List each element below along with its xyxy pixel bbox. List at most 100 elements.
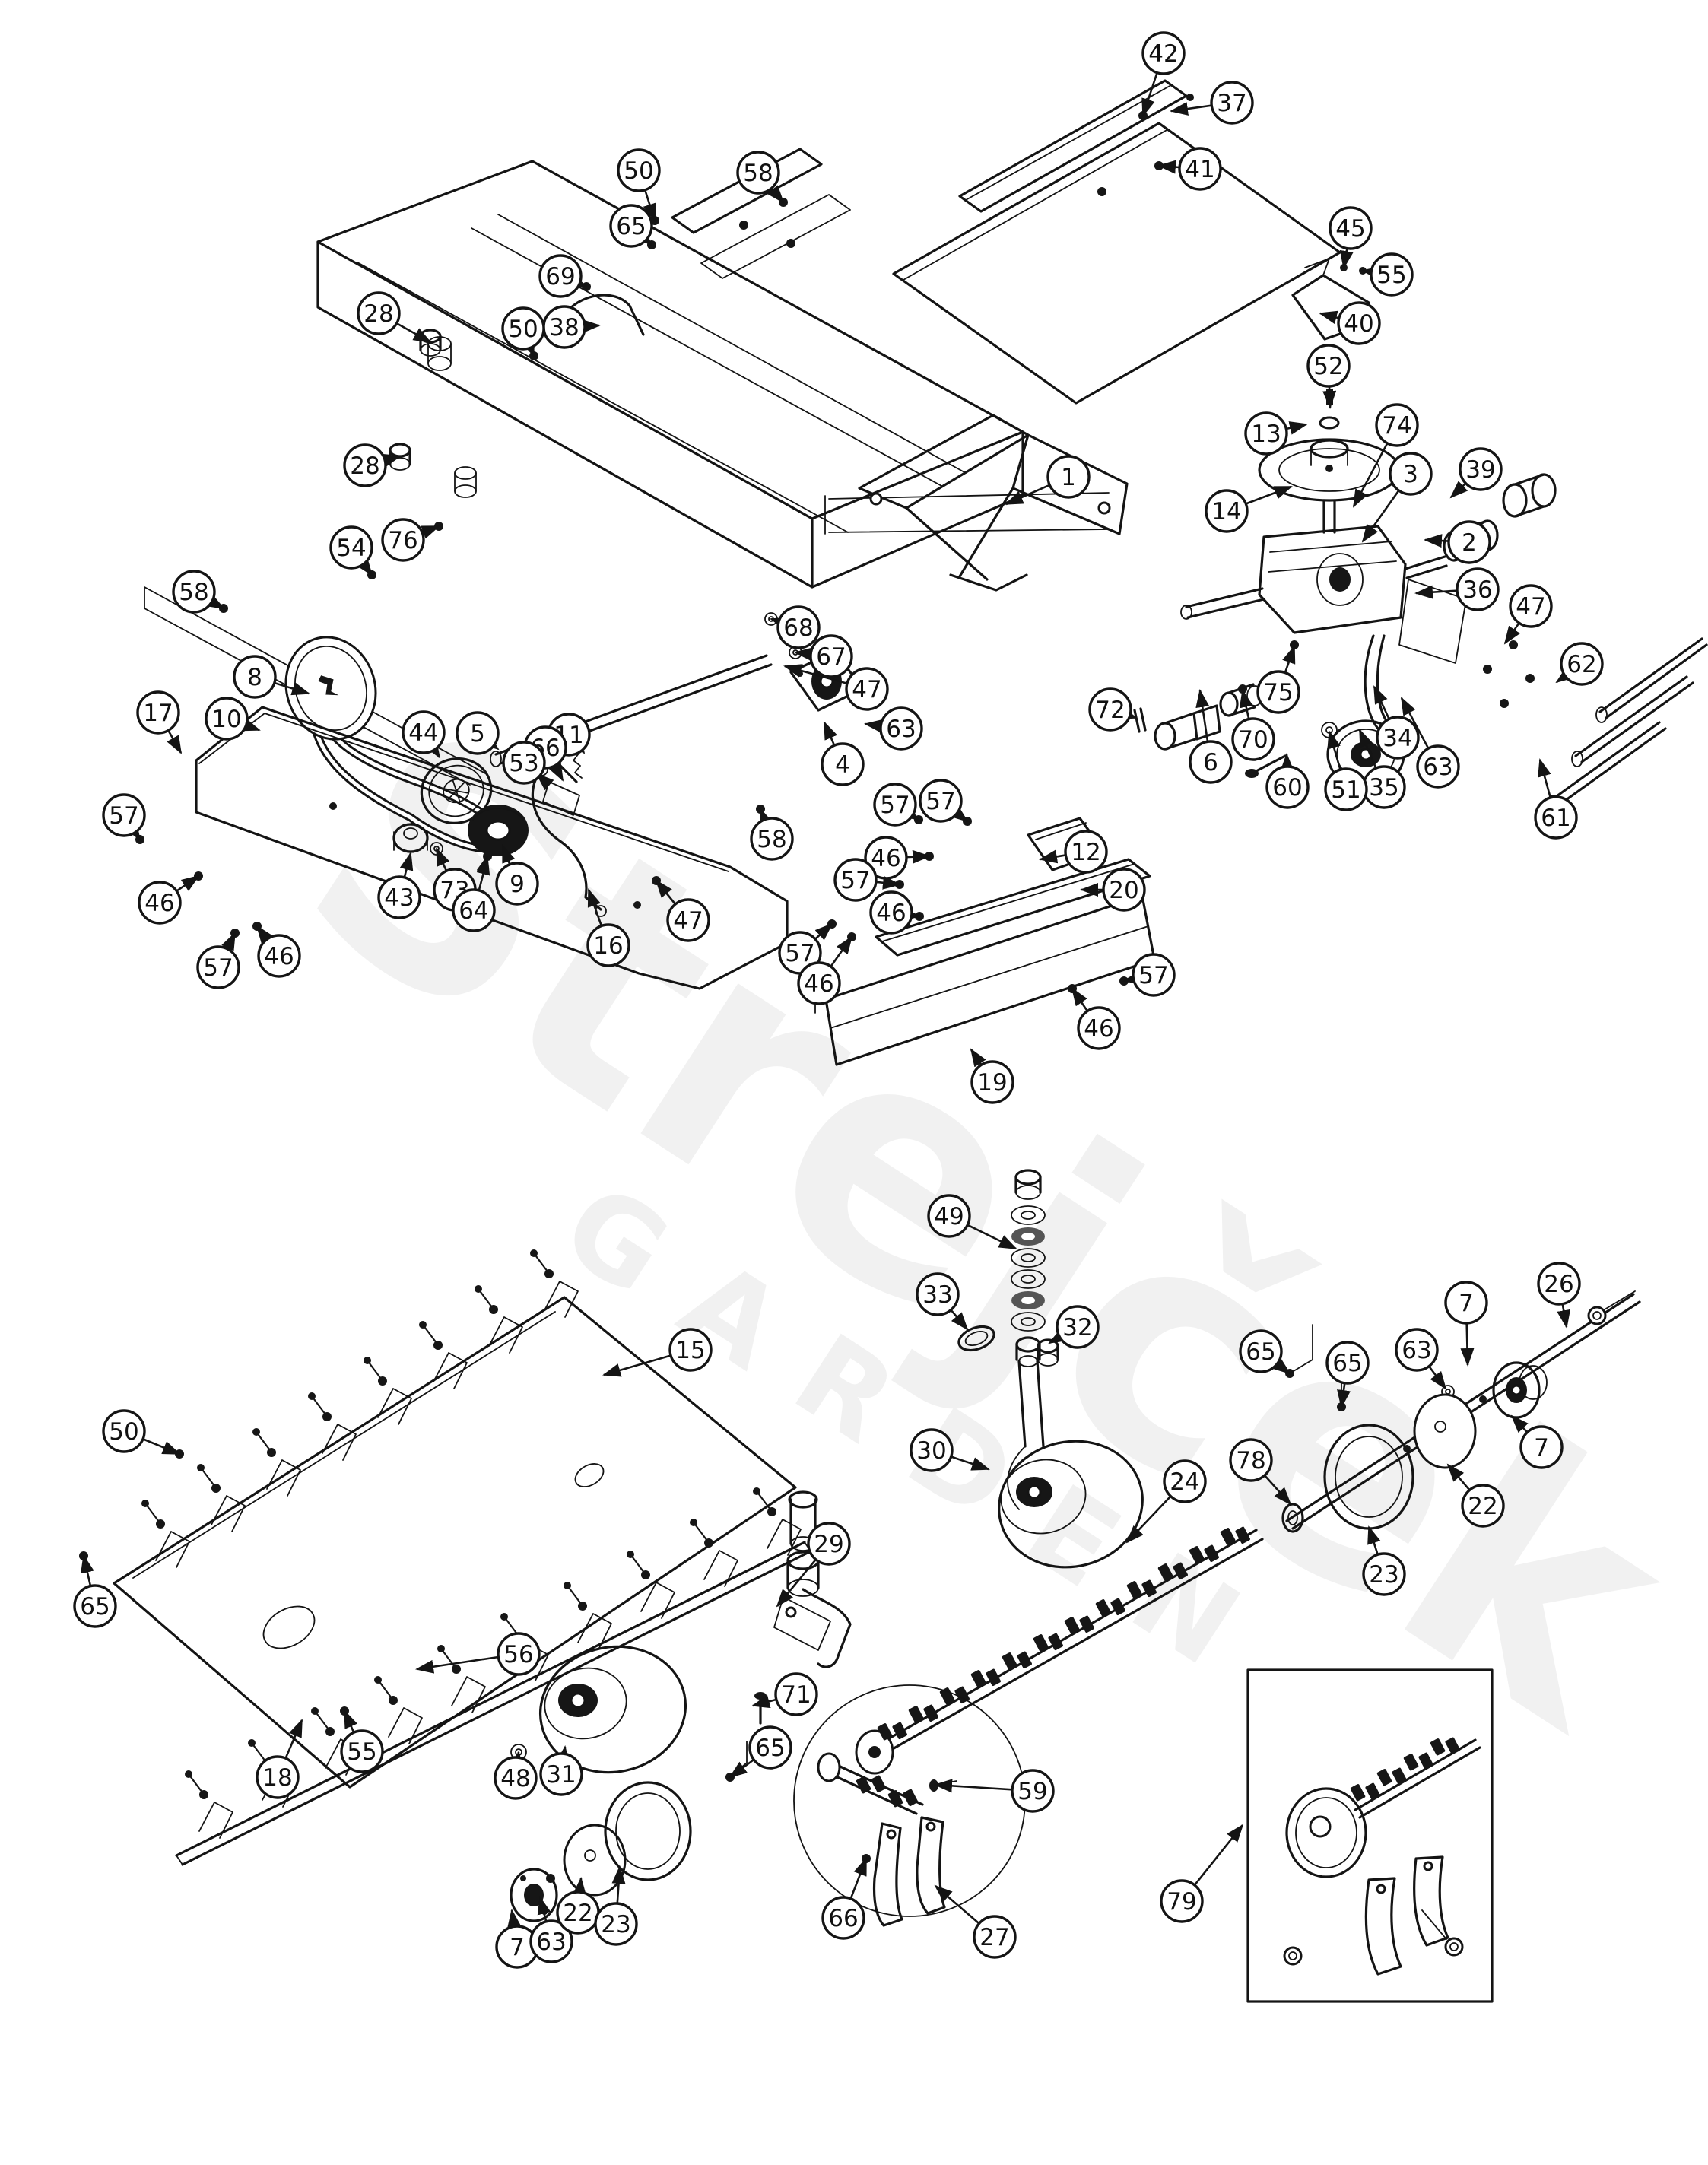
- leader-line: [399, 852, 414, 878]
- right-axle-assembly: [1281, 1290, 1641, 1533]
- balloon-number: 64: [459, 897, 488, 925]
- callout-50: 50: [617, 148, 661, 222]
- balloon-circle: [833, 858, 878, 902]
- balloon-number: 36: [1462, 576, 1492, 604]
- balloon-number: 3: [1403, 461, 1418, 488]
- callout-18: 18: [256, 1719, 303, 1799]
- leader-line: [655, 879, 677, 905]
- callout-42: 42: [1141, 31, 1186, 117]
- leader-line: [1358, 729, 1377, 769]
- balloon-number: 17: [143, 700, 173, 727]
- callout-79: 79: [1160, 1824, 1244, 1923]
- callout-8: 8: [233, 655, 310, 699]
- pulley-44: [420, 757, 493, 824]
- callout-76: 76: [381, 518, 440, 562]
- leader-line: [1264, 1475, 1292, 1506]
- callout-2: 2: [1424, 520, 1491, 564]
- leader-line: [521, 338, 535, 357]
- callout-50: 50: [102, 1409, 181, 1456]
- leader-line: [875, 875, 901, 890]
- leader-line: [167, 729, 183, 754]
- callout-65: 65: [1325, 1341, 1370, 1408]
- balloon-circle: [1210, 81, 1254, 125]
- leader-line: [356, 557, 373, 576]
- balloon-circle: [357, 291, 401, 335]
- leader-line: [767, 185, 785, 204]
- callout-13: 13: [1244, 411, 1308, 456]
- balloon-circle: [1056, 1305, 1100, 1349]
- balloon-circle: [1064, 830, 1108, 874]
- balloon-number: 46: [871, 845, 900, 872]
- callout-23: 23: [594, 1865, 638, 1946]
- belt-drive: [284, 636, 607, 917]
- balloon-number: 57: [840, 867, 870, 894]
- leader-line: [1239, 689, 1253, 719]
- callout-66: 66: [821, 1857, 868, 1940]
- leader-line: [1414, 585, 1458, 599]
- leader-line: [1424, 534, 1449, 548]
- balloon-circle: [617, 148, 661, 192]
- leader-line: [1193, 1824, 1244, 1886]
- balloon-number: 9: [510, 871, 525, 898]
- leader-line: [537, 1896, 551, 1922]
- leader-line: [395, 322, 432, 344]
- balloon-number: 19: [977, 1069, 1007, 1097]
- pivot-drum-43: [392, 823, 429, 853]
- balloon-circle: [1231, 717, 1275, 761]
- balloon-number: 47: [852, 676, 881, 703]
- balloon-circle: [257, 934, 301, 978]
- callout-65: 65: [609, 204, 653, 248]
- callout-57: 57: [1122, 953, 1176, 997]
- balloon-circle: [1265, 765, 1310, 809]
- leader-line: [950, 805, 969, 823]
- leader-line: [1460, 1322, 1475, 1367]
- balloon-circle: [539, 1752, 583, 1796]
- balloon-number: 75: [1263, 679, 1293, 706]
- caster-assembly: [957, 1169, 1144, 1569]
- callout-55: 55: [1361, 252, 1414, 297]
- balloon-number: 57: [785, 940, 814, 967]
- balloon-number: 63: [536, 1929, 566, 1956]
- balloon-number: 66: [828, 1905, 858, 1932]
- leader-line: [934, 1779, 1013, 1793]
- balloon-circle: [136, 690, 180, 735]
- leader-line: [643, 189, 656, 222]
- callout-6: 6: [1189, 689, 1233, 784]
- leader-line: [587, 888, 603, 927]
- balloon-circle: [1160, 1879, 1204, 1923]
- callout-53: 53: [502, 741, 554, 791]
- balloon-number: 58: [179, 579, 208, 606]
- balloon-circle: [1395, 1328, 1439, 1372]
- hitch-frame-1: [824, 414, 1129, 592]
- balloon-circle: [196, 945, 240, 989]
- balloon-circle: [501, 306, 545, 351]
- callout-54: 54: [329, 525, 373, 576]
- balloon-number: 1: [1061, 464, 1076, 491]
- leader-line: [1319, 310, 1340, 325]
- clutch-pulley-9: [468, 805, 529, 856]
- balloon-circle: [452, 888, 496, 932]
- balloon-circle: [529, 1919, 573, 1963]
- balloon-number: 8: [247, 664, 262, 691]
- leader-line: [1327, 730, 1341, 770]
- balloon-number: 65: [755, 1735, 785, 1762]
- callout-34: 34: [1373, 685, 1420, 760]
- callout-57: 57: [196, 932, 240, 989]
- balloon-circle: [1046, 455, 1091, 499]
- leader-line: [435, 847, 450, 871]
- leader-line: [1039, 849, 1066, 864]
- balloon-number: 58: [743, 160, 773, 187]
- balloon-circle: [1102, 868, 1146, 912]
- leader-line: [783, 664, 848, 685]
- callout-28: 28: [343, 443, 402, 487]
- callout-22: 22: [1446, 1463, 1505, 1528]
- leader-line: [934, 1884, 980, 1925]
- balloon-circle: [1077, 1006, 1121, 1050]
- leader-line: [582, 319, 601, 333]
- balloon-number: 12: [1071, 839, 1100, 866]
- balloon-number: 45: [1335, 215, 1365, 243]
- callout-7: 7: [1444, 1281, 1488, 1367]
- balloon-circle: [1088, 687, 1132, 732]
- balloon-number: 55: [1376, 262, 1406, 289]
